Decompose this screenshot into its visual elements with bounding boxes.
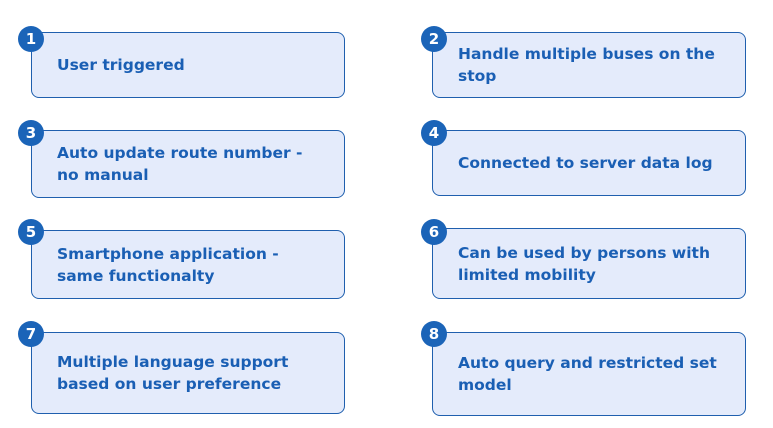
feature-card-6: Can be used by persons with limited mobi… (432, 228, 746, 299)
number-badge-6: 6 (421, 219, 447, 245)
number-badge-7: 7 (18, 321, 44, 347)
feature-card-2: Handle multiple buses on the stop (432, 32, 746, 98)
number-badge-1: 1 (18, 26, 44, 52)
feature-card-5: Smartphone application - same functional… (31, 230, 345, 299)
feature-text-8: Auto query and restricted set model (458, 354, 717, 394)
feature-text-3: Auto update route number - no manual (57, 144, 303, 184)
number-badge-3: 3 (18, 120, 44, 146)
feature-card-8: Auto query and restricted set model (432, 332, 746, 416)
feature-text-7: Multiple language support based on user … (57, 353, 289, 393)
feature-text-6: Can be used by persons with limited mobi… (458, 243, 710, 284)
feature-card-7: Multiple language support based on user … (31, 332, 345, 414)
feature-card-1: User triggered (31, 32, 345, 98)
feature-text-4: Connected to server data log (458, 154, 713, 172)
feature-card-3: Auto update route number - no manual (31, 130, 345, 198)
feature-text-1: User triggered (57, 56, 185, 74)
feature-card-4: Connected to server data log (432, 130, 746, 196)
feature-text-5: Smartphone application - same functional… (57, 244, 279, 285)
number-badge-8: 8 (421, 321, 447, 347)
feature-text-2: Handle multiple buses on the stop (458, 45, 715, 85)
number-badge-4: 4 (421, 120, 447, 146)
number-badge-5: 5 (18, 219, 44, 245)
number-badge-2: 2 (421, 26, 447, 52)
